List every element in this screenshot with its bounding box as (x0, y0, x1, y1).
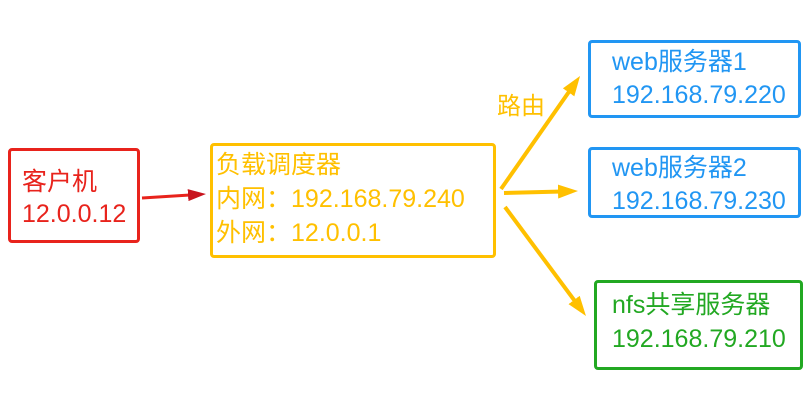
client-name: 客户机 (22, 168, 98, 196)
nfs-server-ip: 192.168.79.210 (612, 325, 786, 353)
web-server-2-ip: 192.168.79.230 (612, 187, 786, 215)
web-server-2-name: web服务器2 (612, 154, 747, 182)
web-server-1-node: web服务器1 192.168.79.220 (588, 40, 801, 118)
external-label: 外网： (216, 219, 292, 247)
internal-ip: 192.168.79.240 (291, 185, 465, 213)
nfs-server-node: nfs共享服务器 192.168.79.210 (594, 280, 803, 370)
nfs-server-name: nfs共享服务器 (612, 291, 771, 319)
arrow-dispatcher-to-nfs (503, 205, 586, 317)
web-server-2-node: web服务器2 192.168.79.230 (588, 147, 801, 218)
load-balancer-external-address: 外网：12.0.0.1 (216, 216, 493, 250)
arrow-dispatcher-to-web1 (499, 75, 581, 191)
arrow-dispatcher-to-web2 (503, 184, 578, 199)
client-ip: 12.0.0.12 (22, 200, 127, 228)
load-balancer-internal-address: 内网：192.168.79.240 (216, 182, 493, 216)
route-label: 路由 (497, 93, 545, 120)
external-ip: 12.0.0.1 (291, 219, 382, 247)
web-server-1-name: web服务器1 (612, 48, 747, 76)
load-balancer-name: 负载调度器 (216, 151, 342, 179)
load-balancer-node: 负载调度器 内网：192.168.79.240 外网：12.0.0.1 (210, 143, 496, 258)
internal-label: 内网： (216, 185, 292, 213)
web-server-1-ip: 192.168.79.220 (612, 81, 786, 109)
client-node: 客户机 12.0.0.12 (8, 148, 140, 243)
arrow-client-to-dispatcher (141, 189, 206, 202)
